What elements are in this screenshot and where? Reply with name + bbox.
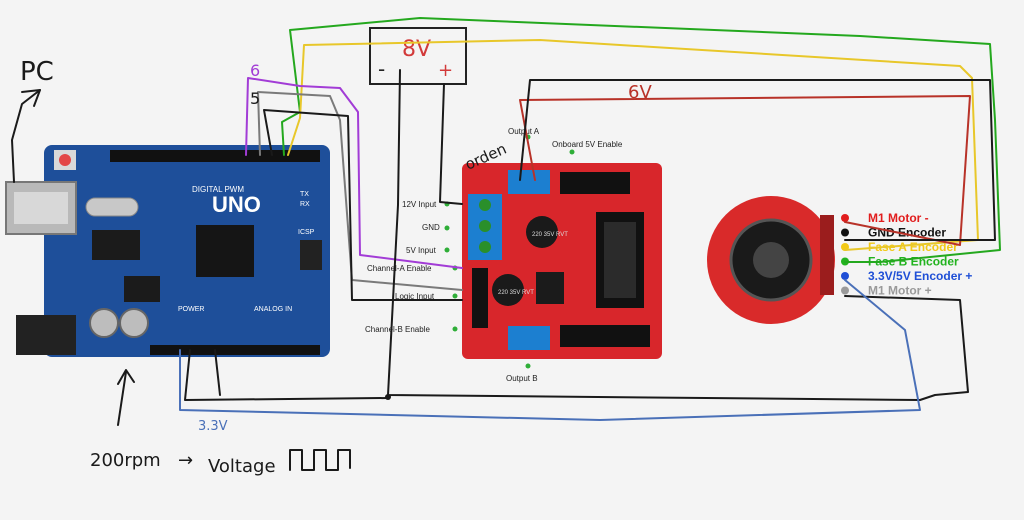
encoder-pin-label-5: M1 Motor + xyxy=(868,284,932,298)
label-onboard-5v: Onboard 5V Enable xyxy=(552,140,623,149)
power-jack xyxy=(16,315,76,355)
wire-black-arduino-gnd2 xyxy=(214,349,221,396)
encoder-pin-strip xyxy=(820,215,834,295)
label-12v-input: 12V Input xyxy=(402,200,437,209)
rx-label: RX xyxy=(300,201,310,208)
bottom-jumper-row xyxy=(560,325,650,347)
power-analog-header xyxy=(150,345,320,355)
arduino-uno-board: UNO DIGITAL PWM POWER ANALOG IN TX RX IC… xyxy=(5,145,330,357)
label-channel-a-enable: Channel-A Enable xyxy=(367,264,432,273)
power-header-label: POWER xyxy=(178,306,204,313)
supply-minus-label: - xyxy=(378,57,385,81)
wire-black-ground xyxy=(387,69,969,401)
digital-header-label: DIGITAL PWM xyxy=(192,185,244,194)
pc-arrow-line xyxy=(11,89,41,183)
supply-box xyxy=(369,27,467,85)
label-channel-b-enable: Channel-B Enable xyxy=(365,325,430,334)
heatsink-fins xyxy=(604,222,636,298)
terminal-screw-5v xyxy=(479,241,491,253)
wire-black-out-a xyxy=(519,79,996,241)
usb-chip xyxy=(92,230,140,260)
encoder-pin-dot-1 xyxy=(841,228,849,237)
wire-6v-label: 6V xyxy=(628,82,652,103)
terminal-output-b xyxy=(508,326,550,350)
speed-note: 200rpm xyxy=(90,450,161,471)
speed-arrow-line xyxy=(117,371,127,426)
wire-yellow xyxy=(287,39,979,251)
wire-blue-3v3 xyxy=(179,279,921,421)
wires xyxy=(11,17,1001,471)
encoder-motor xyxy=(707,196,835,324)
regulator-chip xyxy=(124,276,160,302)
encoder-pin-dot-5 xyxy=(841,286,849,295)
callout-dot-logic xyxy=(452,293,458,299)
pin-5-label: 5 xyxy=(250,89,260,108)
label-output-b: Output B xyxy=(506,374,538,383)
supply-plus-label: + xyxy=(438,60,453,81)
wire-grey xyxy=(257,91,463,291)
encoder-pin-label-0: M1 Motor - xyxy=(868,211,929,225)
terminal-output-a xyxy=(508,170,550,194)
callout-dot-onboard xyxy=(569,149,575,155)
encoder-pin-dot-4 xyxy=(841,272,849,280)
driver-regulator xyxy=(536,272,564,304)
pin-6-label: 6 xyxy=(250,61,260,80)
icsp-header xyxy=(300,240,322,270)
wire-green xyxy=(281,17,1001,263)
callout-dot-ch-b xyxy=(452,326,458,332)
callout-dot-gnd xyxy=(444,225,450,231)
icsp-label: ICSP xyxy=(298,229,315,236)
encoder-pin-label-4: 3.3V/5V Encoder + xyxy=(868,269,972,283)
pc-label: PC xyxy=(20,57,54,87)
wire-purple xyxy=(245,77,463,269)
top-jumper-row xyxy=(560,172,630,194)
encoder-pin-label-1: GND Encoder xyxy=(868,226,946,240)
speed-arrow-glyph: → xyxy=(178,450,193,471)
label-gnd: GND xyxy=(422,223,440,232)
wire-3v3-label: 3.3V xyxy=(198,419,228,434)
power-supply-8v: 8V - + xyxy=(369,27,467,85)
crystal xyxy=(85,197,139,217)
capacitor-1 xyxy=(89,308,119,338)
callout-dot-5v xyxy=(444,247,450,253)
driver-capacitor-2-label: 220 35V RVT xyxy=(498,290,534,296)
label-logic-input: Logic Input xyxy=(395,292,435,301)
tx-label: TX xyxy=(300,191,309,198)
atmega-chip xyxy=(196,225,254,277)
wire-black-arduino-gnd xyxy=(184,349,389,401)
motor-shaft xyxy=(753,242,789,278)
usb-port-inner xyxy=(14,192,68,224)
arduino-pcb xyxy=(44,145,330,357)
supply-voltage-label: 8V xyxy=(402,37,431,62)
l298n-driver-board: 220 35V RVT 220 35V RVT 12V Input GND 5V… xyxy=(365,127,662,383)
digital-header xyxy=(110,150,320,162)
analog-header-label: ANALOG IN xyxy=(254,306,292,313)
encoder-pin-dot-0 xyxy=(841,214,849,222)
pc-arrow-head xyxy=(21,89,41,107)
logic-header xyxy=(472,268,488,328)
wire-black-logic xyxy=(263,109,463,301)
driver-capacitor-1 xyxy=(526,216,558,248)
driver-capacitor-2 xyxy=(492,274,524,306)
driver-capacitor-1-label: 220 35V RVT xyxy=(532,232,568,238)
pulse-train-symbol xyxy=(289,449,351,471)
label-5v-input: 5V Input xyxy=(406,246,437,255)
capacitor-2 xyxy=(119,308,149,338)
speed-arrow-head xyxy=(117,369,135,385)
encoder-pin-label-3: Fase B Encoder xyxy=(868,255,959,269)
ground-junction xyxy=(385,394,391,400)
callout-dot-out-b xyxy=(525,363,531,369)
reset-button-cap xyxy=(59,154,71,166)
terminal-screw-gnd xyxy=(479,220,491,232)
wire-supply-to-12v xyxy=(439,83,463,205)
terminal-screw-12v xyxy=(479,199,491,211)
voltage-note: Voltage xyxy=(208,456,276,477)
arduino-brand-label: UNO xyxy=(212,192,261,217)
